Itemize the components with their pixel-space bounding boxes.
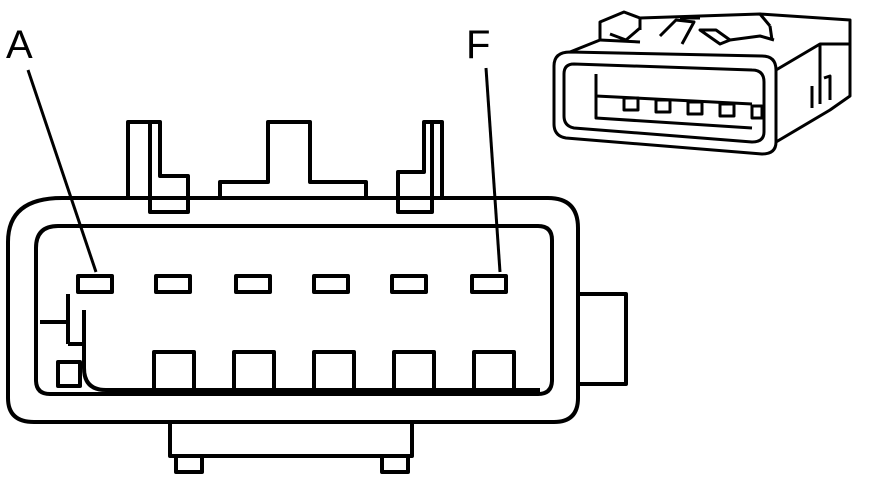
left-step bbox=[40, 294, 84, 346]
pin-label-f: F bbox=[466, 23, 490, 67]
pin-label-a: A bbox=[6, 23, 33, 67]
bottom-cavity bbox=[232, 350, 276, 390]
bottom-cavity bbox=[472, 350, 516, 390]
lower-shelf bbox=[82, 310, 540, 392]
center-key bbox=[218, 120, 368, 198]
terminal-slot bbox=[390, 274, 428, 294]
connector-isometric-view bbox=[552, 10, 852, 156]
bottom-cavity bbox=[392, 350, 436, 390]
leader-line-f bbox=[484, 67, 502, 273]
left-latch bbox=[126, 120, 190, 214]
bottom-foot-left bbox=[174, 456, 204, 474]
bottom-cavity bbox=[152, 350, 196, 390]
terminal-slot bbox=[76, 274, 114, 294]
bottom-foot-right bbox=[380, 456, 410, 474]
side-tab bbox=[578, 292, 628, 386]
left-block bbox=[56, 360, 82, 388]
right-latch bbox=[396, 120, 444, 214]
housing-outline bbox=[6, 196, 580, 424]
bottom-tab bbox=[168, 422, 414, 458]
cavity-wall bbox=[34, 224, 554, 396]
terminal-slot bbox=[312, 274, 350, 294]
terminal-slot bbox=[234, 274, 272, 294]
terminal-slot bbox=[154, 274, 192, 294]
bottom-cavity bbox=[312, 350, 356, 390]
leader-line-a bbox=[26, 69, 98, 273]
terminal-slot bbox=[470, 274, 508, 294]
